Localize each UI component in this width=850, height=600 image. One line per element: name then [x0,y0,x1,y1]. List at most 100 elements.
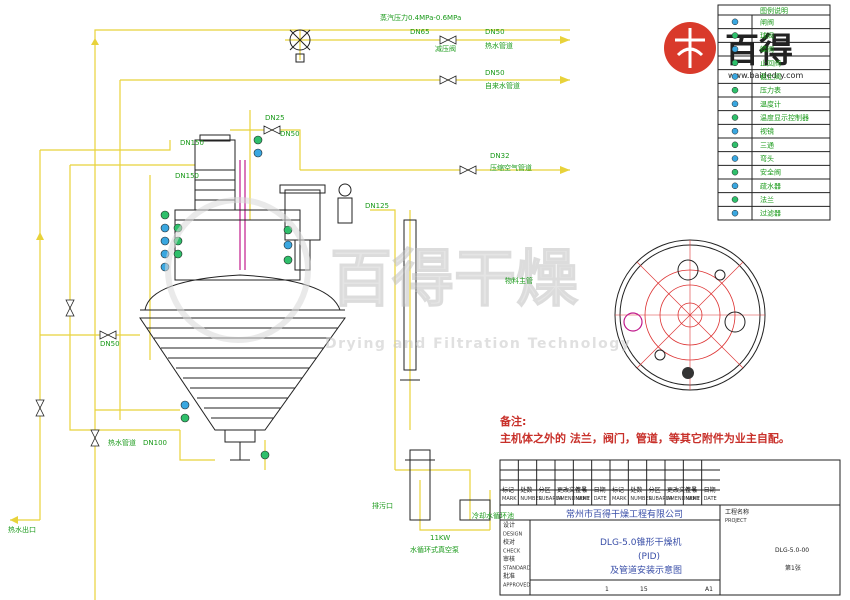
bottom-val-3: A1 [705,586,713,593]
label-drain: 排污口 [372,501,393,510]
note-text: 主机体之外的 法兰，阀门，管道，等其它附件为业主自配。 [500,431,790,445]
watermark-cn: 百得干燥 [330,242,579,315]
project-label: 工程名称 [725,508,749,516]
legend-label: 蝶阀 [760,45,774,54]
legend-label: 三通 [760,140,774,149]
signature-row-label: CHECK [503,549,521,555]
signature-row-label: STANDARD [503,566,531,572]
note-block: 备注: 主机体之外的 法兰，阀门，管道，等其它附件为业主自配。 [499,414,790,445]
bottom-val-2: 15 [640,586,648,593]
label-compressed-air: 压缩空气管道 [490,163,532,172]
legend-label: 球阀 [760,31,774,40]
butterfly-valve-icon [731,45,739,53]
legend-label: 止回阀 [760,58,781,67]
watermark: 百得干燥 Drying and Filtration Technology [165,197,631,352]
legend-label: 法兰 [760,195,774,204]
label-hot-water-out: 热水出口 [8,525,36,534]
sight-glass-icon [731,127,739,135]
drawing-number: DLG-5.0-00 [775,547,809,554]
revision-header-en: SUBAREA [539,496,563,502]
instrument-gauges [160,135,293,460]
pipe-labels: 蒸汽压力0.4MPa-0.6MPa DN65 减压阀 DN50 热水管道 DN5… [8,13,533,554]
legend-label: 视镜 [760,127,774,136]
label-material-pipe: 物料主管 [505,276,533,285]
filter-icon [731,209,739,217]
ball-valve-icon [731,32,739,39]
globe-valve-icon [731,73,739,80]
revision-header-en: MARK [612,496,627,502]
project-label-en: PROJECT [725,518,748,524]
legend-table: 图例说明 闸阀球阀蝶阀止回阀截止阀压力表温度计温度显示控制器视镜三通弯头安全阀疏… [717,4,831,221]
gate-valve-icon [731,18,739,26]
signature-row-label: 批准 [503,572,515,580]
tee-icon [731,141,739,149]
pressure-gauge-icon [731,86,739,94]
company-name: 常州市百得干燥工程有限公司 [566,508,683,520]
check-valve-icon [731,59,739,67]
signature-row-label: 审核 [503,555,515,563]
watermark-en: Drying and Filtration Technology [325,336,631,352]
legend-title: 图例说明 [760,6,788,15]
signature-row-label: 设计 [503,521,515,529]
flow-arrows [10,36,570,524]
legend-label: 压力表 [760,86,781,95]
revision-header-en: DATE [594,496,607,502]
legend-label: 弯头 [760,154,774,163]
label-vacuum-pump: 水循环式真空泵 [410,545,459,554]
label-dn50-a: DN50 [280,130,300,138]
flange-icon [731,196,739,203]
label-dn25: DN25 [265,114,285,122]
drawing-title-3: 及管道安装示意图 [610,564,682,576]
label-hot-water: 热水管道 [485,41,513,50]
label-cooling-water: 冷却水循环池 [472,511,514,520]
signature-row-label: DESIGN [503,532,523,538]
temp-sensor-icon [731,114,739,121]
trap-icon [731,182,739,190]
top-view-plan [614,239,766,391]
signature-row-label: 校对 [503,538,515,546]
revision-header-en: DATE [704,496,717,502]
revision-header-en: NAME [575,496,590,502]
legend-label: 闸阀 [760,17,774,26]
label-pump-power: 11KW [430,534,450,542]
label-steam-pressure: 蒸汽压力0.4MPa-0.6MPa [380,13,461,22]
label-reducing-valve: 减压阀 [435,44,456,53]
drawing-title-2: (PID) [638,552,660,562]
revision-header-en: NAME [685,496,700,502]
label-dn100: DN100 [143,439,167,447]
legend-rows: 闸阀球阀蝶阀止回阀截止阀压力表温度计温度显示控制器视镜三通弯头安全阀疏水器法兰过… [718,17,830,221]
revision-header-en: SUBAREA [649,496,673,502]
conical-dryer [139,134,491,521]
cone-jacket-rings [147,327,338,419]
label-dn32: DN32 [490,152,510,160]
pipe-valves [35,35,477,447]
revision-header-en: AMENDMENT [557,496,591,502]
revision-table: 标记MARK处数NUMBER分区SUBAREA更改文件号AMENDMENT签名N… [499,460,720,505]
label-dn65: DN65 [410,28,430,36]
label-hot-water-bottom: 热水管道 [108,438,136,447]
label-dn125: DN125 [365,202,389,210]
thermometer-icon [731,100,739,108]
label-dn50-left: DN50 [100,340,120,348]
bottom-val-1: 1 [605,586,609,593]
note-title: 备注: [499,414,526,428]
revision-header-en: AMENDMENT [667,496,701,502]
label-tap-water: 自来水管道 [485,81,520,90]
logo-url: www.baidedry.com [728,71,803,80]
legend-label: 过滤器 [760,209,781,218]
elbow-icon [731,155,739,162]
signature-row-label: APPROVED [503,583,530,589]
label-dn50-hot: DN50 [485,28,505,36]
label-dn150: DN150 [180,139,204,147]
legend-label: 安全阀 [760,168,781,177]
revision-header-en: NUMBER [520,496,542,502]
pipe-network [10,29,570,600]
label-dn50-tap: DN50 [485,69,505,77]
drawing-title-1: DLG-5.0锥形干燥机 [600,536,681,548]
legend-label: 温度显示控制器 [760,113,809,122]
title-block: 标记MARK处数NUMBER分区SUBAREA更改文件号AMENDMENT签名N… [499,459,841,596]
revision-header-en: MARK [502,496,517,502]
safety-valve-icon [731,168,739,176]
